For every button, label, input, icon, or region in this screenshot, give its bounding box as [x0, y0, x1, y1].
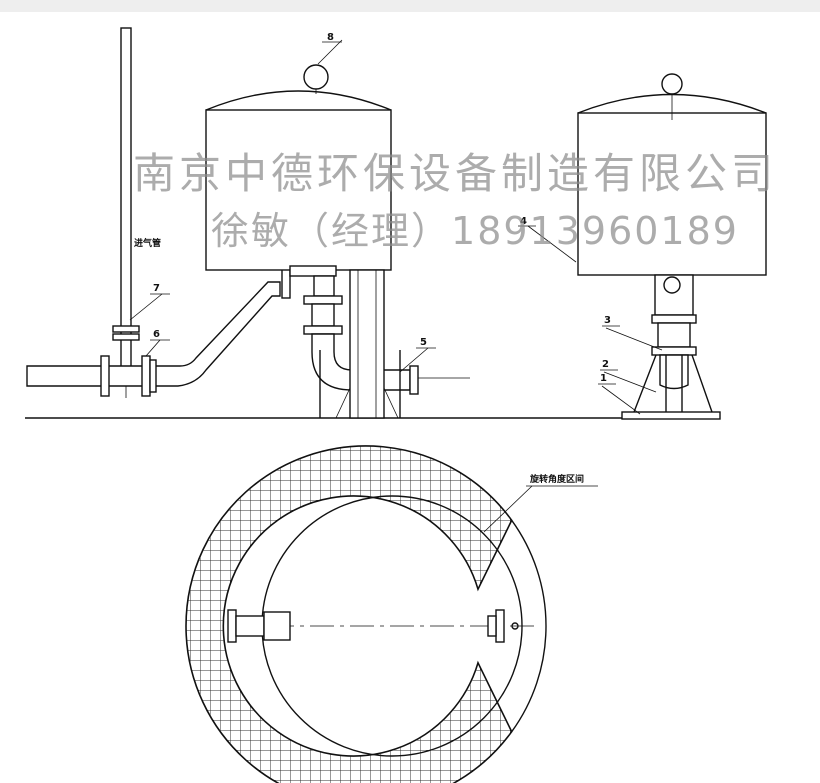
left-tank-valve [289, 265, 470, 395]
plan-view [185, 445, 547, 783]
callout-2: 2 [602, 359, 609, 370]
horizontal-pipe [26, 265, 291, 397]
inlet-pipe-label: 进气管 [134, 237, 161, 249]
left-tank [205, 64, 392, 271]
watermark-contact: 徐敏（经理）18913960189 [211, 209, 739, 253]
callout-6: 6 [153, 329, 160, 340]
rotation-range-label: 旋转角度区间 [529, 473, 584, 485]
callout-8: 8 [327, 32, 334, 43]
callout-1: 1 [600, 373, 607, 384]
callout-7: 7 [153, 283, 160, 294]
window-top-bar [0, 0, 820, 12]
watermark-company: 南京中德环保设备制造有限公司 [133, 149, 777, 198]
right-support [621, 274, 721, 420]
leader-lines [129, 39, 663, 533]
right-tank [577, 73, 767, 276]
callout-5: 5 [420, 337, 427, 348]
callout-3: 3 [604, 315, 611, 326]
callout-4: 4 [520, 216, 527, 227]
left-support [319, 269, 401, 419]
vent-pipe [112, 27, 140, 398]
